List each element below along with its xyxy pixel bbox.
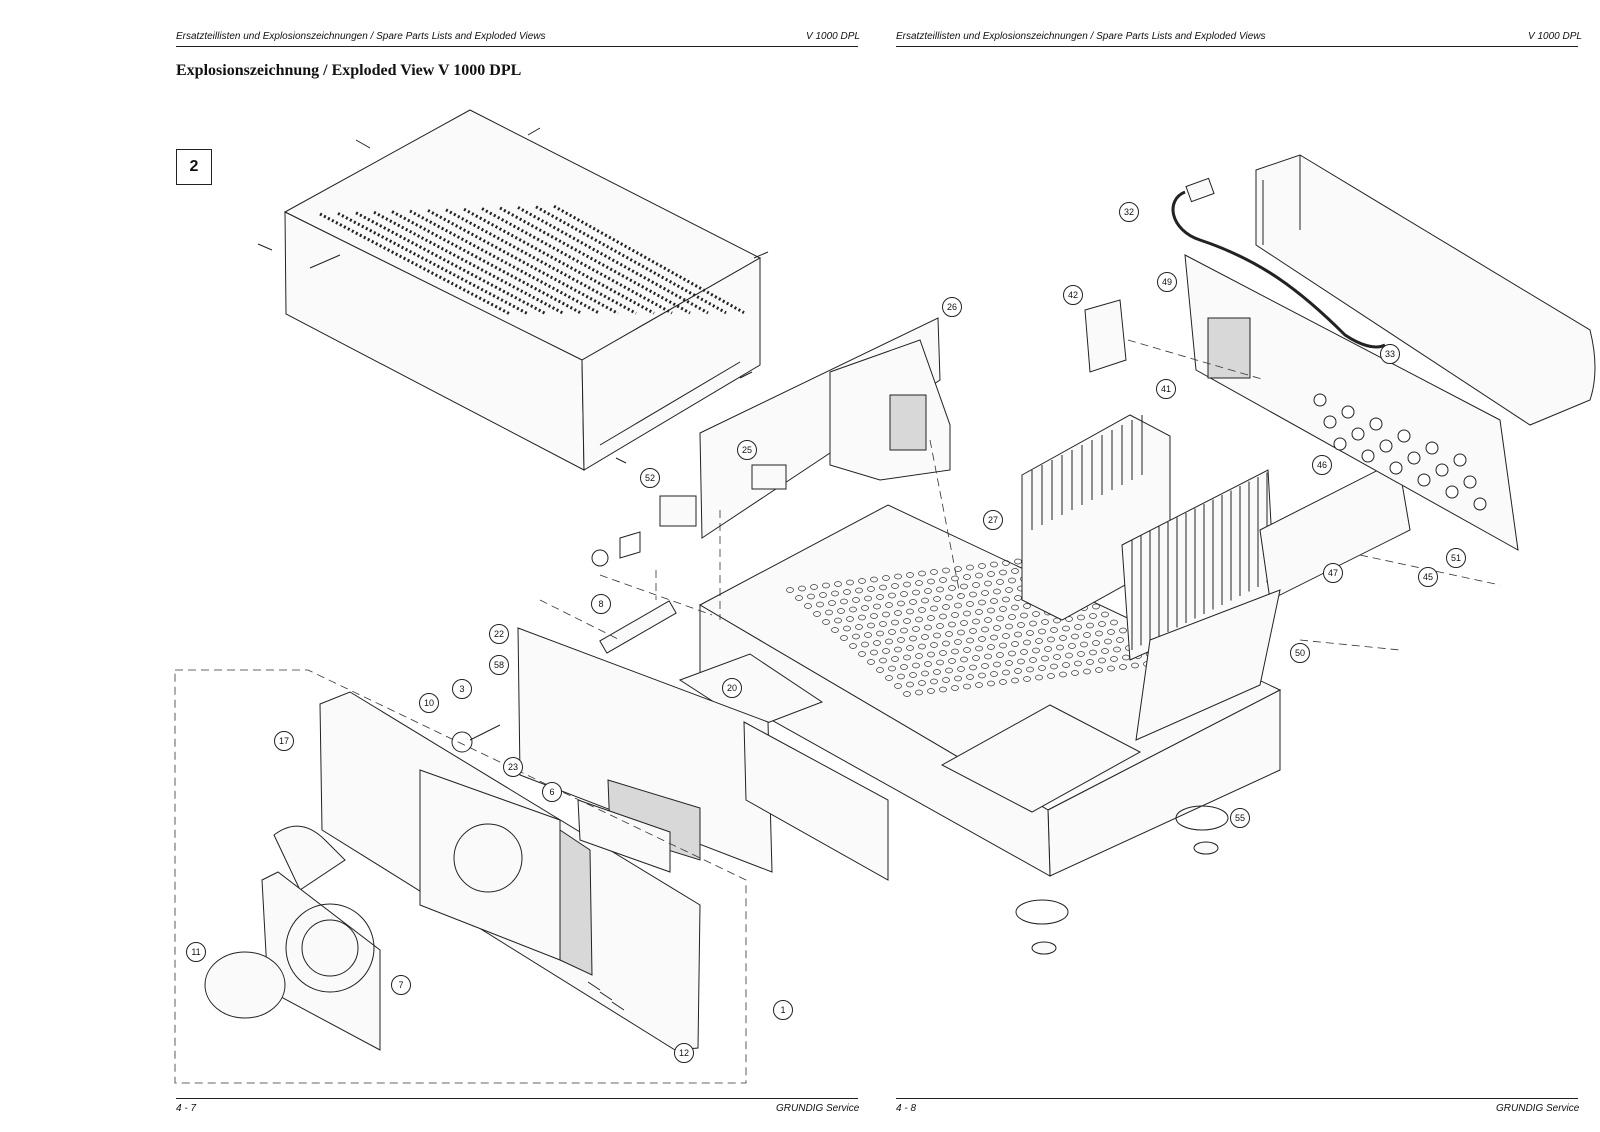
callout-3: 3: [452, 679, 472, 699]
mains-cable: [1171, 177, 1386, 349]
callout-33: 33: [1380, 344, 1400, 364]
callout-7: 7: [391, 975, 411, 995]
callout-label: 42: [1068, 290, 1078, 300]
callout-label: 10: [424, 698, 434, 708]
callout-49: 49: [1157, 272, 1177, 292]
footer-right-page-number: 4 - 8: [896, 1103, 917, 1114]
callout-label: 49: [1162, 277, 1172, 287]
callout-42: 42: [1063, 285, 1083, 305]
callout-label: 1: [780, 1005, 785, 1015]
rear-panel: [1084, 254, 1519, 551]
callout-label: 25: [742, 445, 752, 455]
callout-label: 22: [494, 629, 504, 639]
callout-47: 47: [1323, 563, 1343, 583]
callout-label: 6: [549, 787, 554, 797]
callout-label: 17: [279, 736, 289, 746]
callout-label: 46: [1317, 460, 1327, 470]
callout-label: 51: [1451, 553, 1461, 563]
header-rule-left: [176, 46, 858, 47]
callout-1: 1: [773, 1000, 793, 1020]
callout-10: 10: [419, 693, 439, 713]
callout-23: 23: [503, 757, 523, 777]
callout-41: 41: [1156, 379, 1176, 399]
callout-32: 32: [1119, 202, 1139, 222]
display-board: [451, 600, 889, 881]
callout-6: 6: [542, 782, 562, 802]
callout-51: 51: [1446, 548, 1466, 568]
callout-20: 20: [722, 678, 742, 698]
callout-52: 52: [640, 468, 660, 488]
figure-number-box: 2: [176, 149, 212, 185]
callout-27: 27: [983, 510, 1003, 530]
figure-number: 2: [189, 158, 199, 175]
callout-17: 17: [274, 731, 294, 751]
callout-label: 47: [1328, 568, 1338, 578]
header-left-page-model: V 1000 DPL: [806, 31, 860, 42]
callout-46: 46: [1312, 455, 1332, 475]
callout-label: 3: [459, 684, 464, 694]
callout-label: 8: [598, 599, 603, 609]
assembly-guides: [174, 339, 1501, 1084]
heatsinks: [1021, 414, 1411, 741]
callout-22: 22: [489, 624, 509, 644]
top-cover: [257, 109, 769, 471]
front-panel: [204, 691, 701, 1051]
chassis: [678, 504, 1282, 877]
callout-12: 12: [674, 1043, 694, 1063]
callout-label: 32: [1124, 207, 1134, 217]
callout-55: 55: [1230, 808, 1250, 828]
page-title: Explosionszeichnung / Exploded View V 10…: [176, 62, 522, 79]
callout-26: 26: [942, 297, 962, 317]
callout-8: 8: [591, 594, 611, 614]
callout-label: 26: [947, 302, 957, 312]
header-right-page-model: V 1000 DPL: [1528, 31, 1582, 42]
callout-label: 23: [508, 762, 518, 772]
header-left-page-title: Ersatzteillisten und Explosionszeichnung…: [176, 31, 546, 42]
transformer-assembly: [591, 317, 951, 567]
callout-label: 45: [1423, 572, 1433, 582]
header-rule-right: [896, 46, 1578, 47]
callout-label: 52: [645, 473, 655, 483]
footer-left-page-number: 4 - 7: [176, 1103, 197, 1114]
callout-label: 7: [398, 980, 403, 990]
feet: [1015, 805, 1229, 955]
footer-right-brand: GRUNDIG Service: [1496, 1103, 1580, 1114]
side-cover: [1255, 154, 1596, 426]
footer-rule-left: [176, 1098, 858, 1099]
callout-label: 33: [1385, 349, 1395, 359]
footer-rule-right: [896, 1098, 1578, 1099]
callout-label: 41: [1161, 384, 1171, 394]
callout-11: 11: [186, 942, 206, 962]
footer-left-brand: GRUNDIG Service: [776, 1103, 860, 1114]
callout-label: 58: [494, 660, 504, 670]
callout-45: 45: [1418, 567, 1438, 587]
callout-label: 27: [988, 515, 998, 525]
callout-label: 50: [1295, 648, 1305, 658]
callout-label: 55: [1235, 813, 1245, 823]
callout-label: 12: [679, 1048, 689, 1058]
callout-58: 58: [489, 655, 509, 675]
callout-label: 20: [727, 683, 737, 693]
callout-50: 50: [1290, 643, 1310, 663]
header-right-page-title: Ersatzteillisten und Explosionszeichnung…: [896, 31, 1266, 42]
callout-label: 11: [191, 947, 200, 957]
callout-25: 25: [737, 440, 757, 460]
